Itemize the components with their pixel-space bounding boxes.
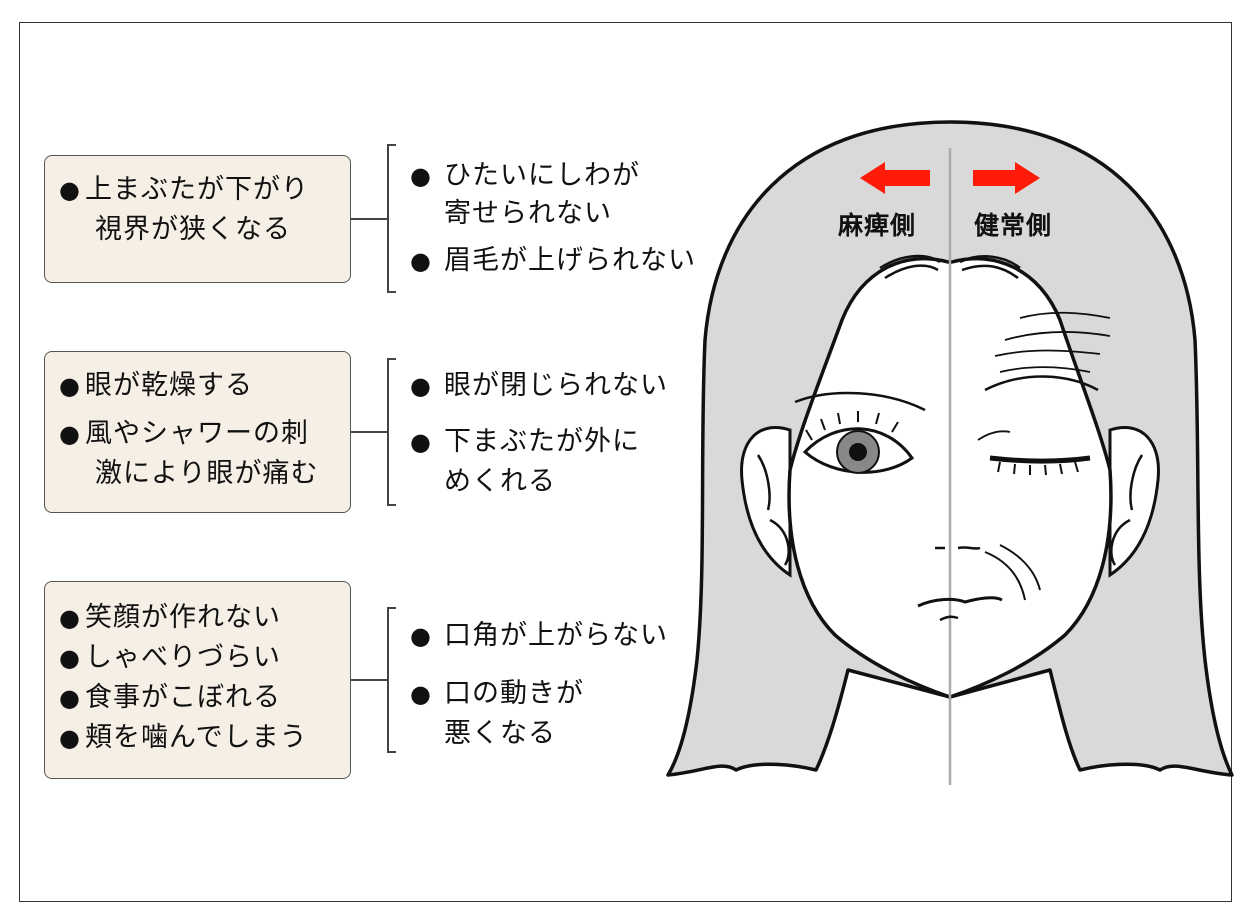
bullet: ● xyxy=(410,680,432,708)
right-lashes xyxy=(997,461,1079,476)
arrow-right-icon xyxy=(973,162,1040,194)
nose xyxy=(935,546,981,550)
bullet: ● xyxy=(59,420,81,448)
symptom-line: 視界が狭くなる xyxy=(95,214,291,245)
effect-item: ●ひたいにしわが xyxy=(410,158,640,194)
lower-lip xyxy=(939,615,959,622)
symptom-box-eye: ●眼が乾燥する ●風やシャワーの刺 激により眼が痛む xyxy=(44,351,351,513)
eye-crease xyxy=(977,430,1011,441)
left-pupil xyxy=(849,443,867,461)
symptom-line: ●食事がこぼれる xyxy=(59,678,350,718)
effect-item: ●口の動きが xyxy=(410,676,584,712)
effect-item: 悪くなる xyxy=(444,718,556,749)
paralyzed-side-label: 麻痺側 xyxy=(838,211,917,240)
left-lashes xyxy=(805,411,899,441)
bullet: ● xyxy=(59,644,81,672)
left-ear xyxy=(740,425,792,578)
symptom-line: 激により眼が痛む xyxy=(95,458,319,489)
bracket-connectors xyxy=(351,144,396,753)
symptom-line: ●しゃべりづらい xyxy=(59,638,350,678)
symptom-box-eyelid: ●上まぶたが下がり 視界が狭くなる xyxy=(44,155,351,283)
symptom-line: ●上まぶたが下がり xyxy=(59,170,350,210)
left-brow xyxy=(794,391,926,412)
bullet: ● xyxy=(59,176,81,204)
bracket-1 xyxy=(351,144,396,293)
effect-item: めくれる xyxy=(444,466,556,497)
bullet: ● xyxy=(410,428,432,456)
right-eye-closed xyxy=(989,455,1091,464)
right-ear xyxy=(1108,425,1160,578)
bullet: ● xyxy=(410,162,432,190)
healthy-side-label: 健常側 xyxy=(974,211,1053,240)
symptom-line: ●風やシャワーの刺 xyxy=(59,414,350,454)
right-ear-inner xyxy=(1110,454,1144,566)
bullet: ● xyxy=(410,622,432,650)
symptom-line: ●笑顔が作れない xyxy=(59,598,350,638)
effect-item: ●眉毛が上げられない xyxy=(410,243,696,279)
symptom-line: ●眼が乾燥する xyxy=(59,366,350,406)
effect-item: ●眼が閉じられない xyxy=(410,368,668,404)
left-ear-inner xyxy=(756,454,790,566)
bullet: ● xyxy=(59,604,81,632)
effect-item: ●口角が上がらない xyxy=(410,618,668,654)
right-brow xyxy=(984,375,1099,392)
effect-item: ●下まぶたが外に xyxy=(410,424,640,460)
bullet: ● xyxy=(59,372,81,400)
bullet: ● xyxy=(59,724,81,752)
bullet: ● xyxy=(410,372,432,400)
mouth xyxy=(917,596,1003,608)
nasolabial-folds xyxy=(984,544,1041,601)
arrow-left-icon xyxy=(860,162,930,194)
forehead-wrinkles xyxy=(994,311,1111,373)
symptom-box-mouth: ●笑顔が作れない ●しゃべりづらい ●食事がこぼれる ●頬を噛んでしまう xyxy=(44,581,351,779)
effect-item: 寄せられない xyxy=(444,198,612,229)
bracket-2 xyxy=(351,358,396,506)
bullet: ● xyxy=(59,684,81,712)
bracket-3 xyxy=(351,607,396,753)
bullet: ● xyxy=(410,247,432,275)
hairline-tufts xyxy=(879,254,1021,280)
symptom-line: ●頬を噛んでしまう xyxy=(59,718,350,758)
